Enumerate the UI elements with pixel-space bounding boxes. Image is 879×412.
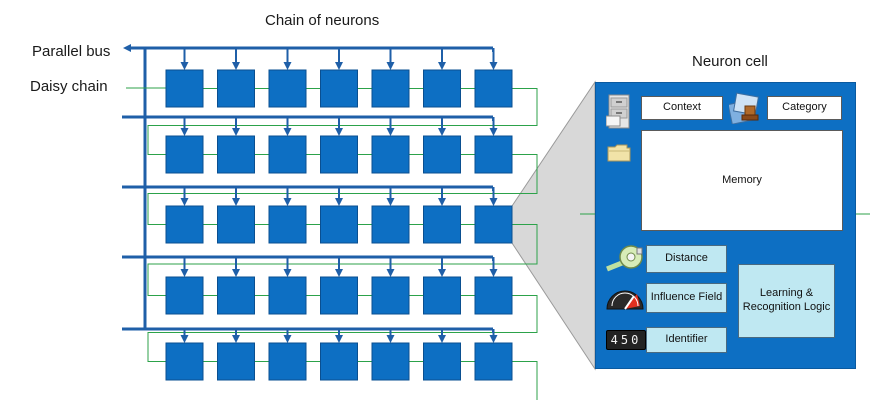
- neuron-square: [268, 276, 307, 315]
- identifier-box: Identifier: [646, 327, 727, 353]
- parallel-bus-label: Parallel bus: [32, 43, 111, 60]
- neuron-square: [217, 135, 255, 174]
- neuron-square: [320, 135, 358, 174]
- neuron-square: [165, 342, 204, 381]
- neuron-square: [268, 342, 307, 381]
- neuron-square: [474, 135, 513, 174]
- neuron-square: [371, 205, 410, 244]
- chain-of-neurons-label: Chain of neurons: [265, 12, 380, 29]
- counter-icon: 450: [606, 330, 646, 350]
- neuron-square: [371, 69, 410, 108]
- neuron-square: [320, 205, 358, 244]
- daisy-chain-link: [147, 88, 538, 155]
- daisy-chain-link: [147, 224, 538, 296]
- neuron-square: [217, 205, 255, 244]
- neuron-square: [320, 69, 358, 108]
- speedometer-icon: [606, 290, 644, 310]
- neuron-square: [217, 69, 255, 108]
- neuron-cell-label: Neuron cell: [692, 53, 768, 70]
- neuron-square: [165, 69, 204, 108]
- memory-box: Memory: [641, 130, 843, 231]
- neuron-square: [217, 276, 255, 315]
- daisy-chain-link: [147, 295, 538, 362]
- neuron-square: [371, 276, 410, 315]
- neuron-square: [320, 342, 358, 381]
- daisy-chain-exit: [512, 361, 538, 400]
- neuron-cell-panel: Context Category Memory Distance Influen…: [595, 82, 856, 369]
- learning-recognition-logic-box: Learning & Recognition Logic: [738, 264, 835, 338]
- neuron-square: [165, 276, 204, 315]
- distance-box: Distance: [646, 245, 727, 273]
- neuron-square: [165, 205, 204, 244]
- neuron-square: [423, 135, 461, 174]
- tape-measure-icon: [606, 245, 643, 272]
- daisy-chain-label: Daisy chain: [30, 78, 108, 95]
- neuron-square: [474, 342, 513, 381]
- neuron-square: [268, 205, 307, 244]
- neuron-square: [268, 135, 307, 174]
- file-cabinet-icon: [606, 94, 630, 129]
- neuron-square: [165, 135, 204, 174]
- daisy-chain-link: [147, 154, 538, 225]
- neuron-square: [474, 69, 513, 108]
- influence-field-box: Influence Field: [646, 283, 727, 313]
- neuron-square: [423, 276, 461, 315]
- neuron-square: [217, 342, 255, 381]
- neuron-square: [423, 205, 461, 244]
- category-box: Category: [767, 96, 842, 120]
- neuron-square: [423, 342, 461, 381]
- folder-icon: [607, 144, 631, 162]
- neuron-square: [474, 205, 513, 244]
- neuron-square: [371, 342, 410, 381]
- neuron-square: [371, 135, 410, 174]
- neuron-square: [268, 69, 307, 108]
- neuron-square: [423, 69, 461, 108]
- neuron-square: [320, 276, 358, 315]
- neuron-square: [474, 276, 513, 315]
- context-box: Context: [641, 96, 723, 120]
- stamp-icon: [729, 92, 759, 124]
